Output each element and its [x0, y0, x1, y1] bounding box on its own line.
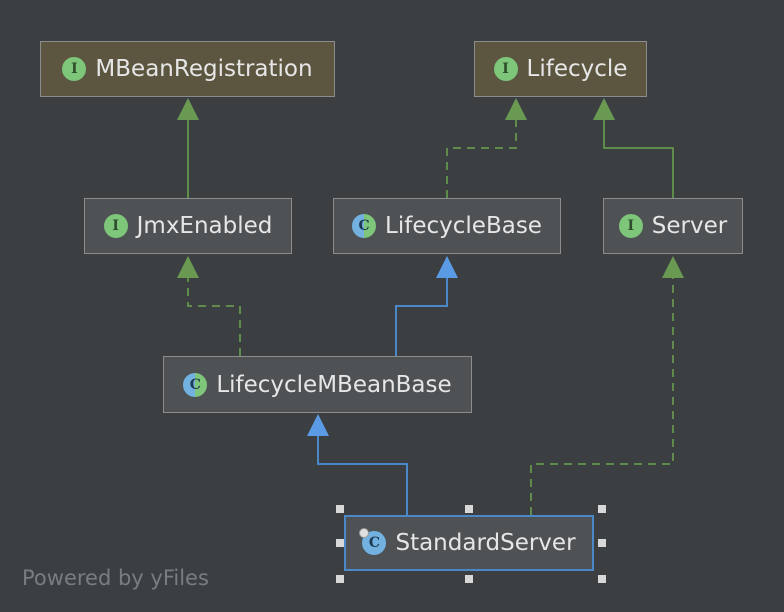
- edge-line: [603, 120, 674, 198]
- abstract-class-icon: C: [352, 214, 377, 238]
- edge-jmxenabled-to-mbeanregistration[interactable]: [177, 98, 199, 198]
- selection-handle[interactable]: [598, 575, 606, 583]
- selection-handle[interactable]: [598, 505, 606, 513]
- node-lifecycle[interactable]: I Lifecycle: [474, 41, 647, 97]
- selection-handle[interactable]: [336, 505, 344, 513]
- interface-icon: I: [103, 214, 128, 238]
- arrowhead-icon: [662, 256, 684, 278]
- edge-line: [530, 278, 674, 515]
- edge-line: [317, 436, 408, 515]
- interface-icon: I: [493, 57, 518, 81]
- arrowhead-icon: [505, 98, 527, 120]
- edge-lifecyclebase-to-lifecycle[interactable]: [446, 98, 527, 198]
- node-lifecyclebase[interactable]: C LifecycleBase: [333, 198, 561, 254]
- abstract-class-icon: C: [183, 372, 208, 397]
- node-jmxenabled[interactable]: I JmxEnabled: [84, 198, 292, 254]
- interface-icon: I: [618, 214, 643, 238]
- node-label: Server: [651, 213, 728, 239]
- selection-handle[interactable]: [465, 505, 473, 513]
- edge-standardserver-to-server[interactable]: [530, 256, 684, 515]
- watermark-text: Powered by yFiles: [22, 566, 209, 590]
- node-label: StandardServer: [395, 530, 576, 556]
- node-mbeanregistration[interactable]: I MBeanRegistration: [40, 41, 335, 97]
- arrowhead-icon: [177, 98, 199, 120]
- edges-layer: [177, 98, 684, 515]
- arrowhead-icon: [593, 98, 615, 120]
- node-label: MBeanRegistration: [95, 56, 313, 82]
- edge-line: [187, 278, 241, 356]
- class-icon: C: [359, 528, 387, 555]
- node-label: Lifecycle: [526, 56, 628, 82]
- node-label: LifecycleMBeanBase: [216, 371, 452, 398]
- arrowhead-icon: [436, 256, 458, 278]
- selection-handle[interactable]: [598, 539, 606, 547]
- edge-lifecyclembeanbase-to-lifecyclebase[interactable]: [395, 256, 458, 356]
- arrowhead-icon: [177, 256, 199, 278]
- node-server[interactable]: I Server: [603, 198, 743, 254]
- arrowhead-icon: [307, 414, 329, 436]
- edge-server-to-lifecycle[interactable]: [593, 98, 674, 198]
- interface-icon: I: [62, 57, 87, 81]
- edge-standardserver-to-lifecyclembeanbase[interactable]: [307, 414, 408, 515]
- node-label: LifecycleBase: [385, 213, 542, 239]
- node-standardserver[interactable]: C StandardServer: [344, 515, 594, 571]
- edge-line: [395, 278, 448, 356]
- selection-handle[interactable]: [336, 575, 344, 583]
- selection-handle[interactable]: [465, 575, 473, 583]
- selection-handle[interactable]: [336, 539, 344, 547]
- edge-line: [446, 120, 517, 198]
- node-label: JmxEnabled: [136, 213, 273, 239]
- node-lifecyclembeanbase[interactable]: C LifecycleMBeanBase: [163, 356, 472, 413]
- edge-lifecyclembeanbase-to-jmxenabled[interactable]: [177, 256, 241, 356]
